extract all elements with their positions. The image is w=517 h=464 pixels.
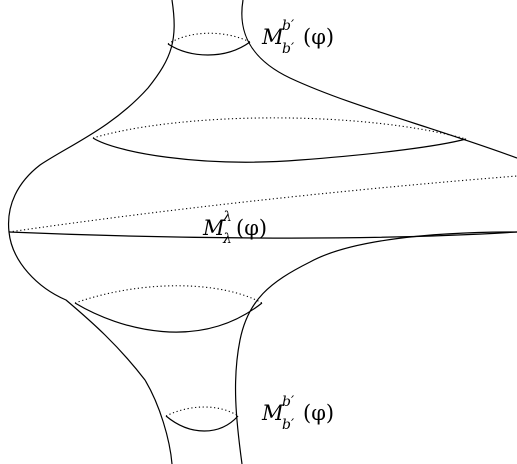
top-label-main: M xyxy=(261,25,284,49)
lower-section-back-arc xyxy=(74,285,263,304)
left-top-boundary-curve xyxy=(7,0,175,464)
top-neck-front-arc xyxy=(167,41,251,56)
bottom-neck-back-arc xyxy=(165,406,239,417)
middle-section-label: M λ λ (φ) xyxy=(202,206,267,247)
bottom-neck-front-arc xyxy=(165,415,239,432)
bottom-label-main: M xyxy=(261,401,284,425)
top-label-subscript: b′ xyxy=(282,41,295,57)
upper-section-front-arc xyxy=(92,137,467,163)
middle-section-front-curve xyxy=(8,231,517,239)
upper-section-back-arc xyxy=(92,117,467,140)
middle-label-argument: (φ) xyxy=(236,216,267,240)
bottom-neck-label: M b′ b′ (φ) xyxy=(261,391,334,433)
top-neck-label: M b′ b′ (φ) xyxy=(261,15,334,57)
top-right-boundary-curve xyxy=(241,0,517,159)
bottom-label-superscript: b′ xyxy=(282,394,295,410)
right-bottom-boundary-curve xyxy=(234,231,517,464)
middle-label-main: M xyxy=(202,216,225,240)
middle-label-superscript: λ xyxy=(222,209,232,225)
lower-section-front-arc xyxy=(74,302,263,333)
middle-label-subscript: λ xyxy=(222,231,232,247)
bottom-label-subscript: b′ xyxy=(282,417,295,433)
top-neck-back-arc xyxy=(167,32,251,45)
bottom-label-argument: (φ) xyxy=(303,401,334,425)
top-label-argument: (φ) xyxy=(303,25,334,49)
top-label-superscript: b′ xyxy=(282,18,295,34)
middle-section-back-curve xyxy=(8,175,517,233)
